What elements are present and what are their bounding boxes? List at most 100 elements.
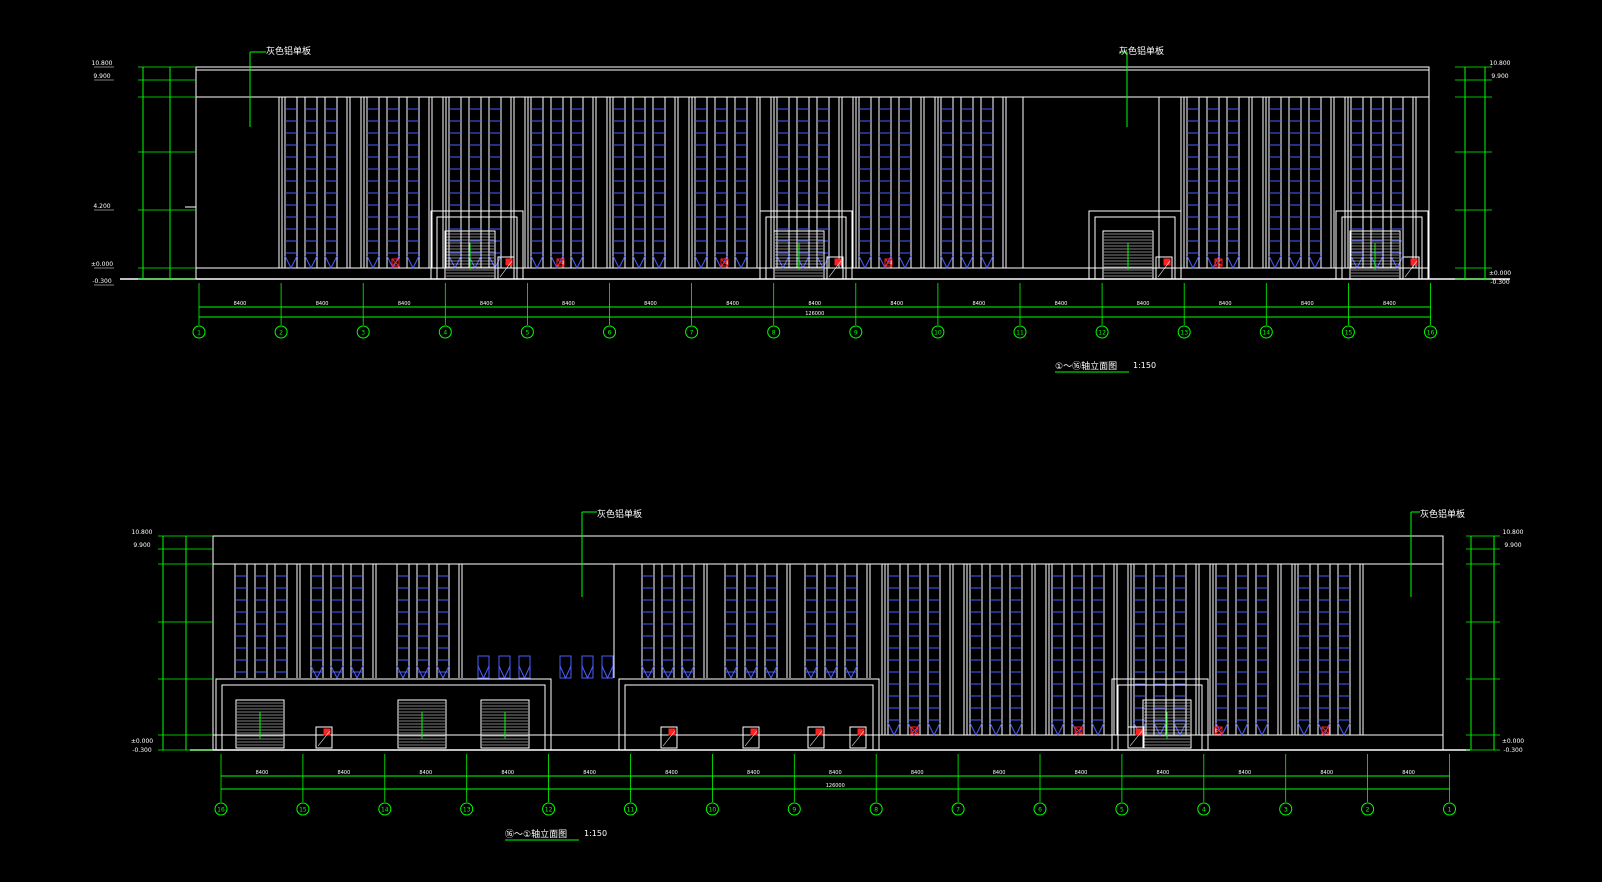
bottom-bay-dim: 8400: [1320, 770, 1333, 776]
top-door-portal-3-fire-door: [1155, 256, 1173, 280]
bottom-window-strip-upper-louver-mark: [681, 665, 695, 680]
top-bay-dim: 8400: [1383, 301, 1396, 307]
top-window-strip-louver-mark: [530, 255, 544, 270]
top-height-left: ±0.000: [91, 261, 113, 268]
bottom-window-strip-full-louver-mark: [1255, 722, 1269, 737]
bottom-axis-bubble-label: 10: [709, 807, 717, 814]
bottom-fire-door-4-swing: [809, 730, 823, 747]
top-axis-bubble-label: 12: [1098, 330, 1106, 337]
top-bay-dim: 8400: [1055, 301, 1068, 307]
bottom-louver-mark: [601, 665, 614, 680]
top-axis-bubble-circle: [931, 325, 945, 339]
bottom-window-strip-full-louver-mark: [887, 722, 901, 737]
top-axis-bubble-label: 1: [197, 330, 201, 337]
bottom-height-left: 10.800: [132, 529, 153, 536]
bottom-axis-bubble-label: 12: [545, 807, 553, 814]
top-window-strip-louver-mark: [406, 255, 420, 270]
top-window-strip-louver-mark: [448, 255, 462, 270]
bottom-elevation-scale: 1:150: [584, 829, 608, 838]
top-axis-bubble-label: 5: [525, 330, 529, 337]
top-window-strip-louver-mark: [940, 255, 954, 270]
top-window-strip-louver-mark: [1370, 255, 1384, 270]
top-window-strip-louver-mark: [1350, 255, 1364, 270]
top-axis-bubble-circle: [520, 325, 534, 339]
bottom-window-strip-upper-louver-mark: [330, 665, 344, 680]
bottom-window-strip-upper-louver-mark: [310, 665, 324, 680]
bottom-axis-bubble-circle: [214, 802, 228, 816]
top-axis-bubble-label: 11: [1016, 330, 1024, 337]
top-window-strip-louver-mark: [734, 255, 748, 270]
bottom-axis-bubble-circle: [1115, 802, 1129, 816]
top-axis-bubble-label: 2: [279, 330, 283, 337]
bottom-window-strip-full-louver-mark: [1051, 722, 1065, 737]
bottom-equipment-marker-x2: [910, 726, 919, 735]
top-axis-bubble-circle: [767, 325, 781, 339]
bottom-fire-door-4: [807, 726, 825, 749]
top-window-strip-louver-mark: [714, 255, 728, 270]
top-material-note-left: 灰色铝单板: [266, 47, 312, 57]
bottom-height-right: ±0.000: [1502, 738, 1524, 745]
bottom-fire-door-5-swing: [851, 730, 865, 747]
top-door-portal-1-fire-door: [497, 256, 515, 280]
bottom-bay-dim: 8400: [993, 770, 1006, 776]
bottom-bay-dim: 8400: [501, 770, 514, 776]
bottom-height-left: 9.900: [133, 542, 150, 549]
bottom-bay-dim: 8400: [1157, 770, 1170, 776]
bottom-louver-mark: [477, 665, 490, 680]
top-height-left: -0.300: [92, 278, 112, 285]
top-height-right: -0.300: [1490, 279, 1510, 286]
top-window-strip-louver-mark: [776, 255, 790, 270]
bottom-axis-bubble-label: 7: [956, 807, 960, 814]
bottom-bay-dim: 8400: [1075, 770, 1088, 776]
top-window-strip-louver-mark: [652, 255, 666, 270]
bottom-window-strip-upper-louver-mark: [416, 665, 430, 680]
bottom-window-strip-upper-louver-mark: [744, 665, 758, 680]
bottom-window-strip-upper-louver-mark: [804, 665, 818, 680]
bottom-bay-dim: 8400: [911, 770, 924, 776]
top-window-strip-louver-mark: [612, 255, 626, 270]
top-axis-bubble-circle: [685, 325, 699, 339]
top-axis-bubble-label: 7: [690, 330, 694, 337]
bottom-bay-dim: 8400: [829, 770, 842, 776]
bottom-height-right: -0.300: [1503, 747, 1523, 754]
top-equipment-marker: [1214, 258, 1223, 267]
top-window-strip-louver-mark: [366, 255, 380, 270]
top-equipment-marker-x2: [391, 258, 400, 267]
bottom-axis-bubble-circle: [1197, 802, 1211, 816]
bottom-louver-mark: [518, 665, 531, 680]
bottom-roller-door-4: [1142, 699, 1192, 749]
bottom-roller-door-3: [480, 699, 530, 749]
top-door-portal-1-fire-door-swing: [499, 260, 513, 278]
bottom-fire-door-1: [315, 726, 333, 749]
top-door-portal-4-roller-door: [1349, 230, 1401, 280]
bottom-fire-door-6: [1127, 726, 1145, 749]
top-material-note-right: 灰色铝单板: [1119, 47, 1165, 57]
bottom-podium-mid-inner: [624, 684, 874, 751]
bottom-axis-bubble-circle: [787, 802, 801, 816]
bottom-equipment-marker-x2: [1214, 726, 1223, 735]
top-equipment-marker: [884, 258, 893, 267]
bottom-window-strip-upper-louver-mark: [661, 665, 675, 680]
bottom-axis-bubble-circle: [1443, 802, 1456, 816]
top-bay-dim: 8400: [316, 301, 329, 307]
top-equipment-marker-x2: [556, 258, 565, 267]
bottom-window-strip-full-louver-mark: [1235, 722, 1249, 737]
bottom-window-strip-full-louver-mark: [1337, 722, 1351, 737]
bottom-axis-bubble-label: 13: [463, 807, 471, 814]
bottom-podium-right: [1111, 678, 1209, 751]
top-bay-dim: 8400: [1219, 301, 1232, 307]
bottom-axis-bubble-circle: [1361, 802, 1375, 816]
bottom-bay-dim: 8400: [665, 770, 678, 776]
top-door-portal-3-roller-door: [1102, 230, 1154, 280]
top-window-strip-louver-mark: [632, 255, 646, 270]
top-door-portal-2-fire-door: [826, 256, 844, 280]
top-bay-dim: 8400: [890, 301, 903, 307]
bottom-fire-door-3-swing: [744, 730, 758, 747]
bottom-axis-bubble-label: 8: [874, 807, 878, 814]
bottom-axis-bubble-circle: [296, 802, 310, 816]
top-bay-dim: 8400: [480, 301, 493, 307]
bottom-louver: [477, 655, 490, 679]
bottom-total-dim: 126000: [826, 783, 845, 789]
bottom-axis-bubble-label: 6: [1038, 807, 1042, 814]
